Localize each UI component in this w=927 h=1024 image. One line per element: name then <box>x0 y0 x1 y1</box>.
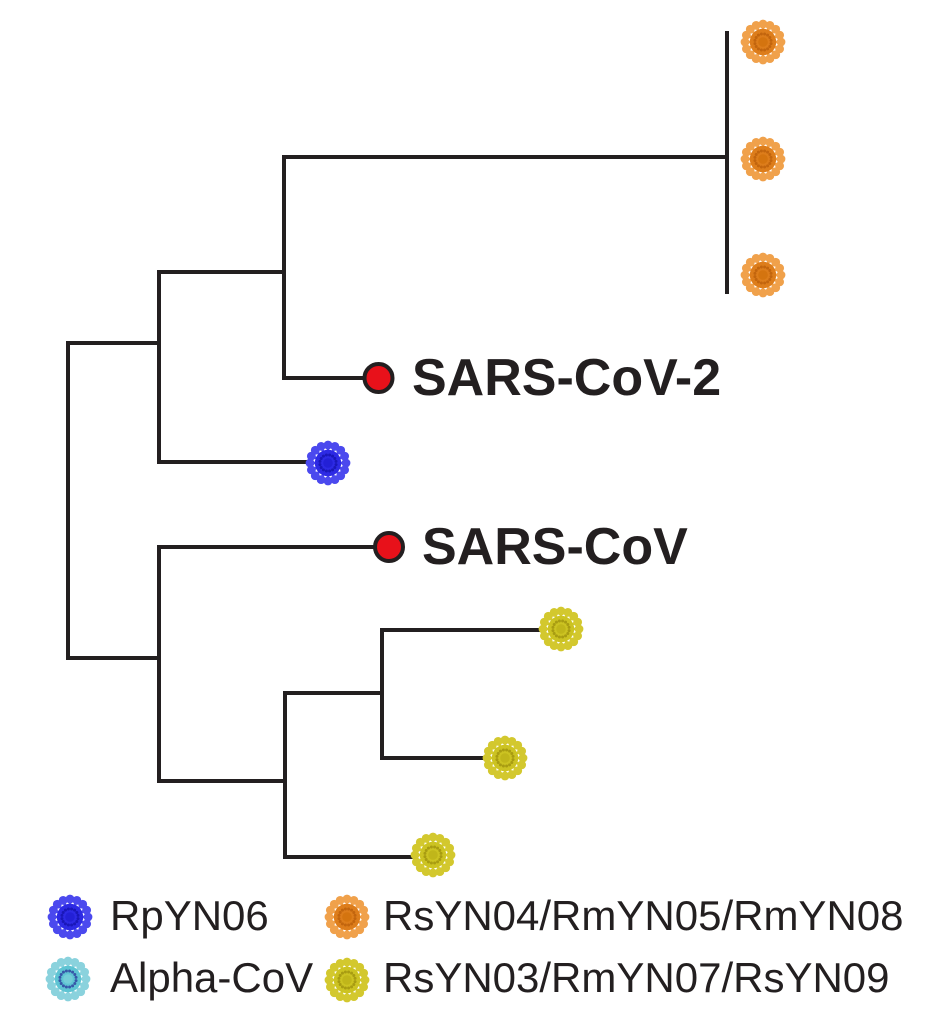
olive-virus-icon <box>482 735 528 781</box>
tip-label-sars-cov: SARS-CoV <box>422 518 688 576</box>
blue-virus-icon <box>47 894 93 940</box>
olive-virus-icon <box>538 606 584 652</box>
blue-virus-icon <box>305 440 351 486</box>
legend-label-rpyn06: RpYN06 <box>110 892 269 939</box>
tip-label-sars-cov-2: SARS-CoV-2 <box>412 349 722 407</box>
legend-label-rsyn03-group: RsYN03/RmYN07/RsYN09 <box>383 954 890 1001</box>
cyan-virus-icon <box>45 956 91 1002</box>
orange-virus-icon <box>740 252 786 298</box>
olive-virus-icon <box>410 832 456 878</box>
orange-virus-icon <box>324 894 370 940</box>
orange-virus-icon <box>740 19 786 65</box>
orange-virus-icon <box>740 136 786 182</box>
legend-label-alpha-cov: Alpha-CoV <box>110 954 314 1001</box>
tree-branches <box>66 31 729 859</box>
sars-cov-2-node-dot <box>362 362 395 394</box>
olive-virus-icon <box>324 957 370 1003</box>
sars-cov-node-dot <box>373 531 405 563</box>
legend-label-rsyn04-group: RsYN04/RmYN05/RmYN08 <box>383 892 904 939</box>
